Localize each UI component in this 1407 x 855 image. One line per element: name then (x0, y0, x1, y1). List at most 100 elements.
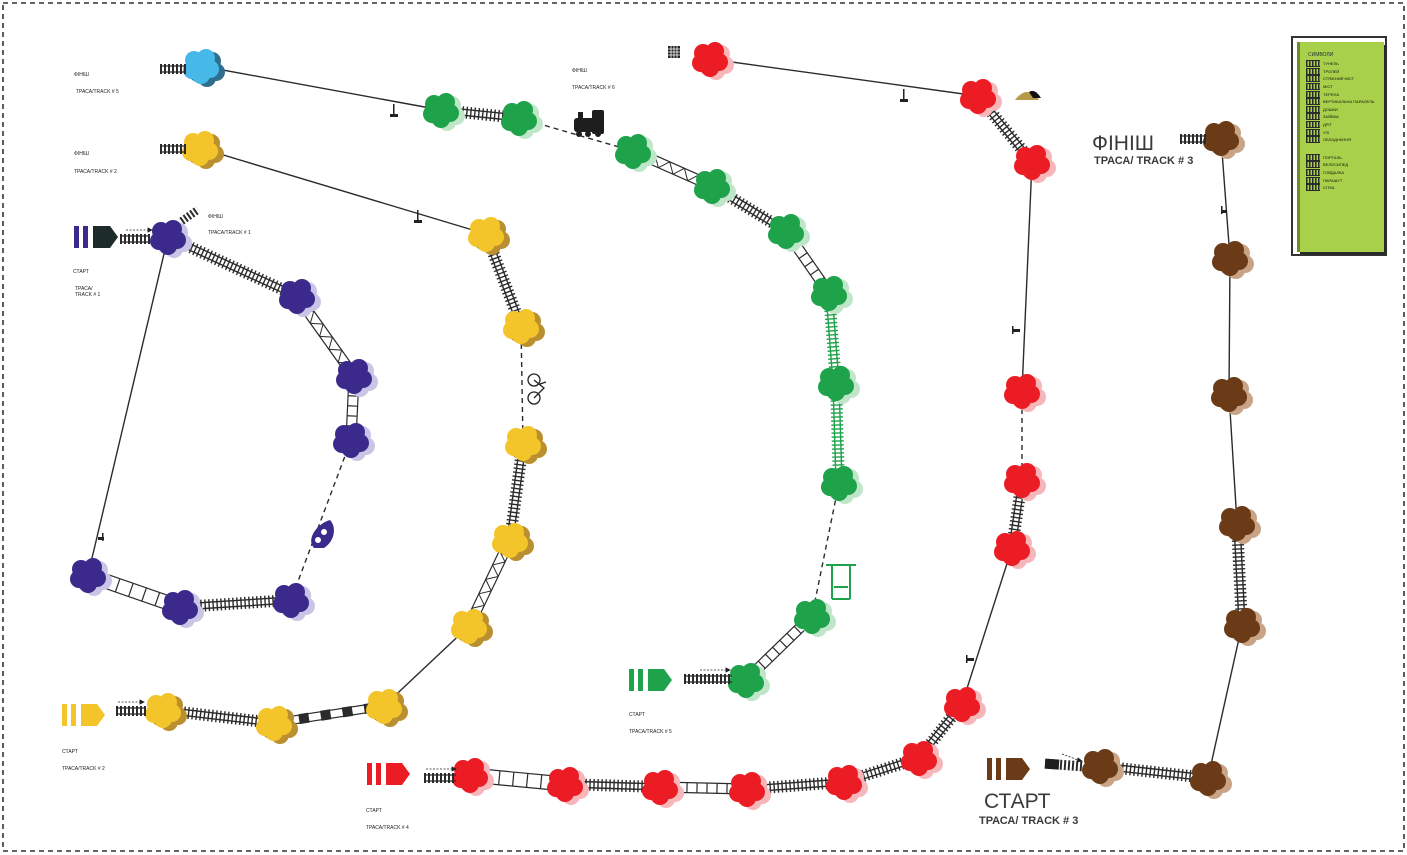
yellow-segment-3 (520, 325, 524, 444)
legend-item-2-label: ТРОЛЕЙ (1323, 68, 1340, 74)
purple-platform-5[interactable] (273, 583, 315, 621)
red-platform-12[interactable] (547, 767, 589, 805)
blue-platform-1[interactable] (183, 49, 225, 87)
start-label-purple: СТАРТ (73, 269, 89, 275)
purple-platform-7[interactable] (70, 558, 112, 596)
legend-item-7-symbol-icon (1306, 105, 1320, 113)
train-icon (574, 110, 604, 137)
legend-item-10: УЗІ (1300, 128, 1384, 136)
start-track-title: ТРАСА/ TRACK # 3 (979, 815, 1078, 827)
red-platform-11[interactable] (642, 770, 684, 808)
red-platform-3[interactable] (1014, 145, 1056, 183)
legend-item-11-label: ОБЛАДНАННЯ (1323, 137, 1352, 143)
green-platform-4[interactable] (694, 169, 736, 207)
purple-platform-6[interactable] (162, 590, 204, 628)
yellow-platform-9[interactable] (145, 693, 187, 731)
red-platform-9[interactable] (826, 765, 868, 803)
green-platform-6[interactable] (811, 276, 853, 314)
finish-label-purple: ФІНІШ (208, 214, 223, 220)
legend-extra-item-1-symbol-icon (1306, 153, 1320, 161)
track-label-yellow: ТРАСА/TRACK # 2 (74, 169, 117, 175)
red-segment-1 (709, 58, 979, 97)
green-platform-9[interactable] (794, 599, 836, 637)
brown-platform-3[interactable] (1211, 377, 1253, 415)
yellow-platform-1[interactable] (182, 131, 224, 169)
yellow-platform-2[interactable] (468, 217, 510, 255)
brown-platform-2[interactable] (1212, 241, 1254, 279)
track-label-green-start: ТРАСА/TRACK # 5 (629, 729, 672, 735)
green-platform-8[interactable] (821, 466, 863, 504)
yellow-platform-3[interactable] (503, 309, 545, 347)
red-platform-5[interactable] (1004, 463, 1046, 501)
legend-item-9: ДРІТ (1300, 121, 1384, 129)
purple-platform-2[interactable] (279, 279, 321, 317)
start-title: СТАРТ (984, 790, 1051, 813)
finish-label-yellow: ФІНІШ (74, 151, 89, 157)
bicycle-icon (527, 373, 547, 405)
red-platform-8[interactable] (901, 741, 943, 779)
brown-platform-1[interactable] (1203, 121, 1245, 159)
platform-nodes (70, 42, 1266, 810)
legend-extra-item-2: ВЕЛОСИПЕД (1300, 161, 1384, 169)
green-platform-7[interactable] (818, 366, 860, 404)
legend-item-1: ТУНЕЛЬ (1300, 60, 1384, 68)
red-platform-4[interactable] (1004, 374, 1046, 412)
purple-platform-4[interactable] (333, 423, 375, 461)
green-platform-10[interactable] (728, 663, 770, 701)
map-labels: ФІНІШ ТРАСА/TRACK # 5 ФІНІШ ТРАСА/TRACK … (62, 68, 1193, 831)
legend-extra-item-5-label: СІТКА (1323, 185, 1335, 191)
legend-item-3-label: СТЯЖНИЙ МІСТ (1323, 76, 1355, 82)
start-arrow-red[interactable] (367, 763, 410, 785)
brown-platform-4[interactable] (1219, 506, 1261, 544)
legend-extra-item-3: ГОЙДАЛКА (1300, 169, 1384, 177)
track-label-blue: ТРАСА/TRACK # 5 (76, 89, 119, 95)
yellow-segment-1 (199, 147, 487, 235)
finish-rails (116, 64, 1206, 783)
legend-item-10-symbol-icon (1306, 128, 1320, 136)
track-label-purple-a: ТРАСА/ (75, 286, 93, 292)
portal-icon (1015, 90, 1041, 100)
entry-arrows (118, 227, 1083, 772)
red-platform-13[interactable] (452, 758, 494, 796)
start-arrow-green[interactable] (629, 669, 672, 691)
start-arrow-brown[interactable] (987, 758, 1030, 780)
yellow-platform-7[interactable] (366, 689, 408, 727)
yellow-platform-6[interactable] (451, 609, 493, 647)
yellow-platform-8[interactable] (256, 706, 298, 744)
green-platform-2[interactable] (501, 101, 543, 139)
legend-frame (1291, 36, 1387, 256)
yellow-platform-4[interactable] (505, 426, 547, 464)
legend-item-2-symbol-icon (1306, 67, 1320, 75)
legend-extra-item-3-symbol-icon (1306, 169, 1320, 177)
red-platform-1[interactable] (692, 42, 734, 80)
start-arrow-purple[interactable] (74, 226, 118, 248)
start-arrow-yellow[interactable] (62, 704, 105, 726)
start-label-yellow: СТАРТ (62, 749, 78, 755)
brown-segment-2 (1228, 257, 1231, 395)
brown-platform-5[interactable] (1224, 608, 1266, 646)
legend-extra-item-4-label: ПАРАШУТ (1323, 177, 1343, 183)
track-label-green: ТРАСА/TRACK # 6 (572, 85, 615, 91)
green-platform-3[interactable] (615, 134, 657, 172)
purple-platform-1[interactable] (150, 220, 192, 258)
red-platform-6[interactable] (994, 531, 1036, 569)
legend-item-6-label: ВЕРТИКАЛЬНА ПАРАЛЕЛЬ (1323, 99, 1375, 105)
legend-item-5: ТЕРЕНА (1300, 90, 1384, 98)
red-platform-7[interactable] (944, 687, 986, 725)
green-platform-1[interactable] (423, 93, 465, 131)
legend-item-7-label: ДОШКИ (1323, 106, 1338, 112)
green-platform-5[interactable] (768, 214, 810, 252)
purple-platform-3[interactable] (336, 359, 378, 397)
red-platform-10[interactable] (729, 772, 771, 810)
red-platform-2[interactable] (960, 79, 1002, 117)
yellow-platform-5[interactable] (492, 523, 534, 561)
green-segment-8 (811, 482, 840, 617)
legend-item-4-symbol-icon (1306, 83, 1320, 91)
brown-platform-6[interactable] (1190, 761, 1232, 799)
legend-item-8-symbol-icon (1306, 113, 1320, 121)
brown-platform-7[interactable] (1082, 749, 1124, 787)
legend-item-2: ТРОЛЕЙ (1300, 67, 1384, 76)
legend-item-1-symbol-icon (1306, 60, 1320, 68)
legend-item-9-label: ДРІТ (1323, 122, 1332, 128)
